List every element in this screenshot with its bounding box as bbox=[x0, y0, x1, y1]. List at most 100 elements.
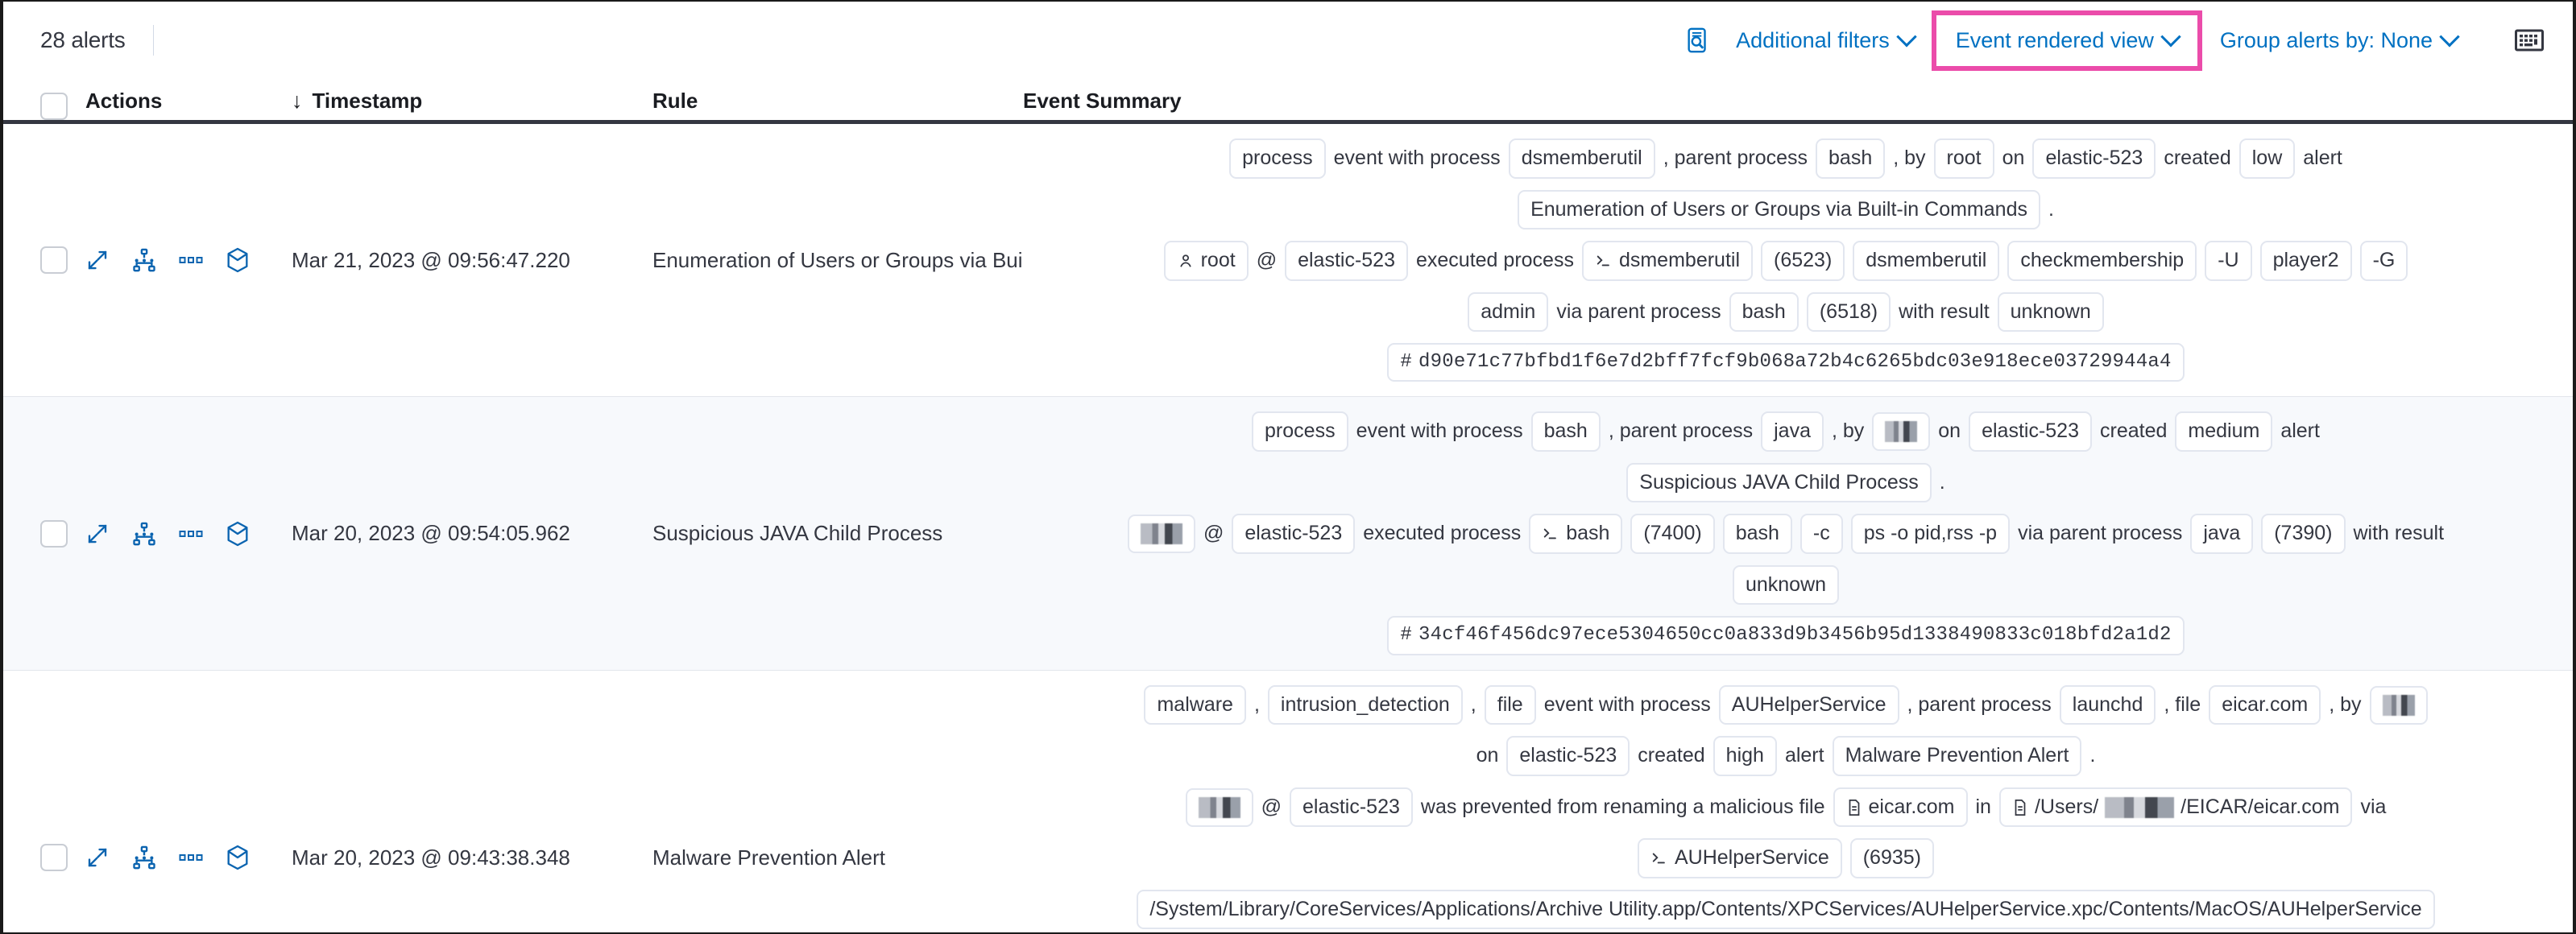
summary-value-pill[interactable]: Malware Prevention Alert bbox=[1832, 736, 2082, 776]
summary-value-pill[interactable]: -U bbox=[2205, 241, 2252, 281]
row-select-checkbox[interactable] bbox=[40, 519, 68, 548]
summary-value-pill[interactable]: elastic-523 bbox=[1232, 514, 1356, 554]
row-rule-name[interactable]: Suspicious JAVA Child Process bbox=[652, 521, 943, 546]
summary-value-pill[interactable]: AUHelperService bbox=[1718, 684, 1899, 725]
summary-value-pill[interactable]: checkmembership bbox=[2007, 241, 2197, 281]
summary-value-pill[interactable]: file bbox=[1484, 684, 1536, 725]
file-hash-value: d90e71c77bfbd1f6e7d2bff7fcf9b068a72b4c62… bbox=[1418, 351, 2172, 373]
summary-value-text: low bbox=[2251, 147, 2283, 169]
summary-value-text: unknown bbox=[2010, 300, 2091, 323]
summary-value-pill[interactable]: (7400) bbox=[1630, 514, 1715, 554]
column-header-rule[interactable]: Rule bbox=[652, 89, 698, 113]
summary-value-pill[interactable]: medium bbox=[2175, 411, 2273, 452]
summary-value-pill[interactable]: elastic-523 bbox=[1506, 736, 1630, 776]
expand-alert-details-icon[interactable] bbox=[85, 522, 110, 546]
summary-value-pill[interactable]: dsmemberutil bbox=[1853, 241, 2000, 281]
column-header-event-summary[interactable]: Event Summary bbox=[1023, 89, 1182, 113]
summary-value-pill[interactable]: process bbox=[1252, 411, 1348, 452]
summary-value-pill[interactable]: Enumeration of Users or Groups via Built… bbox=[1518, 189, 2040, 229]
additional-filters-button[interactable]: Additional filters bbox=[1723, 20, 1927, 61]
analyze-event-icon[interactable] bbox=[132, 845, 156, 870]
row-select-checkbox[interactable] bbox=[40, 844, 68, 872]
summary-value-pill[interactable]: java bbox=[1761, 411, 1824, 452]
summary-value-pill[interactable]: malware bbox=[1144, 684, 1246, 725]
analyze-event-icon[interactable] bbox=[132, 522, 156, 546]
summary-value-pill[interactable]: java bbox=[2190, 514, 2254, 554]
file-path-pill[interactable]: /Users//EICAR/eicar.com bbox=[1998, 787, 2353, 828]
investigate-in-timeline-icon[interactable] bbox=[226, 247, 250, 273]
row-select-checkbox[interactable] bbox=[40, 246, 68, 275]
redacted-value-pill[interactable] bbox=[1185, 787, 1253, 827]
summary-value-pill[interactable]: ps -o pid,rss -p bbox=[1850, 514, 2011, 554]
investigate-in-timeline-icon[interactable] bbox=[226, 845, 250, 870]
summary-value-pill[interactable]: bash bbox=[1530, 411, 1601, 452]
summary-value-pill[interactable]: (6518) bbox=[1806, 291, 1891, 332]
redacted-value-pill[interactable] bbox=[1872, 412, 1931, 452]
summary-value-pill[interactable]: intrusion_detection bbox=[1267, 684, 1463, 725]
select-all-checkbox[interactable] bbox=[40, 93, 68, 120]
hash-icon: # bbox=[1400, 624, 1413, 647]
summary-value-text: elastic-523 bbox=[1302, 795, 1400, 818]
summary-text: , file bbox=[2164, 692, 2201, 716]
group-alerts-by-button[interactable]: Group alerts by: None bbox=[2207, 20, 2470, 61]
summary-value-pill[interactable]: dsmemberutil bbox=[1508, 138, 1655, 179]
more-actions-icon[interactable] bbox=[179, 852, 203, 863]
summary-value-pill[interactable]: -G bbox=[2359, 241, 2408, 281]
summary-text: @ bbox=[1203, 522, 1224, 545]
more-actions-icon[interactable] bbox=[179, 528, 203, 539]
summary-line: #34cf46f456dc97ece5304650cc0a833d9b3456b… bbox=[1023, 616, 2549, 655]
row-rule-name[interactable]: Enumeration of Users or Groups via Bui bbox=[652, 247, 1023, 272]
redacted-value-pill[interactable] bbox=[1127, 515, 1195, 554]
file-hash-pill[interactable]: #34cf46f456dc97ece5304650cc0a833d9b3456b… bbox=[1387, 616, 2185, 655]
expand-alert-details-icon[interactable] bbox=[85, 248, 110, 272]
summary-value-pill[interactable]: bash bbox=[1729, 291, 1799, 332]
summary-value-pill[interactable]: unknown bbox=[1732, 564, 1840, 605]
summary-value-pill[interactable]: eicar.com bbox=[1833, 787, 1968, 828]
analyze-event-icon[interactable] bbox=[132, 248, 156, 272]
summary-value-pill[interactable]: (7390) bbox=[2261, 514, 2346, 554]
summary-value-pill[interactable]: (6523) bbox=[1761, 241, 1845, 281]
investigate-in-timeline-icon[interactable] bbox=[226, 521, 250, 547]
summary-value-pill[interactable]: bash bbox=[1722, 514, 1792, 554]
summary-value-pill[interactable]: elastic-523 bbox=[2032, 138, 2156, 179]
event-rendered-view-button[interactable]: Event rendered view bbox=[1951, 27, 2183, 53]
summary-value-pill[interactable]: AUHelperService bbox=[1637, 838, 1842, 878]
summary-value-pill[interactable]: bash bbox=[1816, 138, 1886, 179]
column-header-actions[interactable]: Actions bbox=[85, 89, 163, 113]
summary-value-pill[interactable]: elastic-523 bbox=[1289, 787, 1413, 828]
summary-value-pill[interactable]: process bbox=[1229, 138, 1326, 179]
summary-value-pill[interactable]: elastic-523 bbox=[1969, 411, 2092, 452]
summary-value-pill[interactable]: root bbox=[1163, 241, 1249, 281]
summary-value-pill[interactable]: dsmemberutil bbox=[1581, 241, 1754, 281]
expand-alert-details-icon[interactable] bbox=[85, 845, 110, 870]
summary-value-pill[interactable]: high bbox=[1713, 736, 1777, 776]
redacted-value-pill[interactable] bbox=[2369, 685, 2428, 725]
summary-value-text: malware bbox=[1157, 692, 1233, 716]
column-header-timestamp[interactable]: ↓Timestamp bbox=[292, 89, 652, 120]
summary-value-pill[interactable]: bash bbox=[1529, 514, 1623, 554]
summary-value-pill[interactable]: Suspicious JAVA Child Process bbox=[1626, 462, 1932, 503]
summary-value-pill[interactable]: player2 bbox=[2259, 241, 2352, 281]
row-rule-name[interactable]: Malware Prevention Alert bbox=[652, 845, 886, 870]
file-hash-pill[interactable]: #d90e71c77bfbd1f6e7d2bff7fcf9b068a72b4c6… bbox=[1387, 343, 2185, 382]
summary-value-pill[interactable]: admin bbox=[1468, 291, 1549, 332]
summary-value-pill[interactable]: launchd bbox=[2059, 684, 2156, 725]
summary-value-pill[interactable]: unknown bbox=[1997, 291, 2104, 332]
summary-value-pill[interactable]: root bbox=[1933, 138, 1994, 179]
more-actions-icon[interactable] bbox=[179, 254, 203, 266]
inspect-search-icon[interactable] bbox=[1673, 20, 1723, 60]
summary-value-pill[interactable]: (6935) bbox=[1849, 838, 1934, 878]
summary-value-pill[interactable]: eicar.com bbox=[2209, 684, 2321, 725]
file-path-suffix: /EICAR/eicar.com bbox=[2180, 795, 2340, 818]
summary-value-pill[interactable]: /System/Library/CoreServices/Application… bbox=[1137, 889, 2435, 930]
keyboard-shortcuts-button[interactable] bbox=[2515, 29, 2544, 52]
summary-value-pill[interactable]: low bbox=[2238, 138, 2296, 179]
summary-value-text: admin bbox=[1481, 300, 1536, 323]
summary-value-pill[interactable]: elastic-523 bbox=[1285, 241, 1408, 281]
summary-text: @ bbox=[1261, 795, 1282, 818]
summary-value-pill[interactable]: -c bbox=[1799, 514, 1843, 554]
summary-value-text: unknown bbox=[1745, 572, 1827, 596]
